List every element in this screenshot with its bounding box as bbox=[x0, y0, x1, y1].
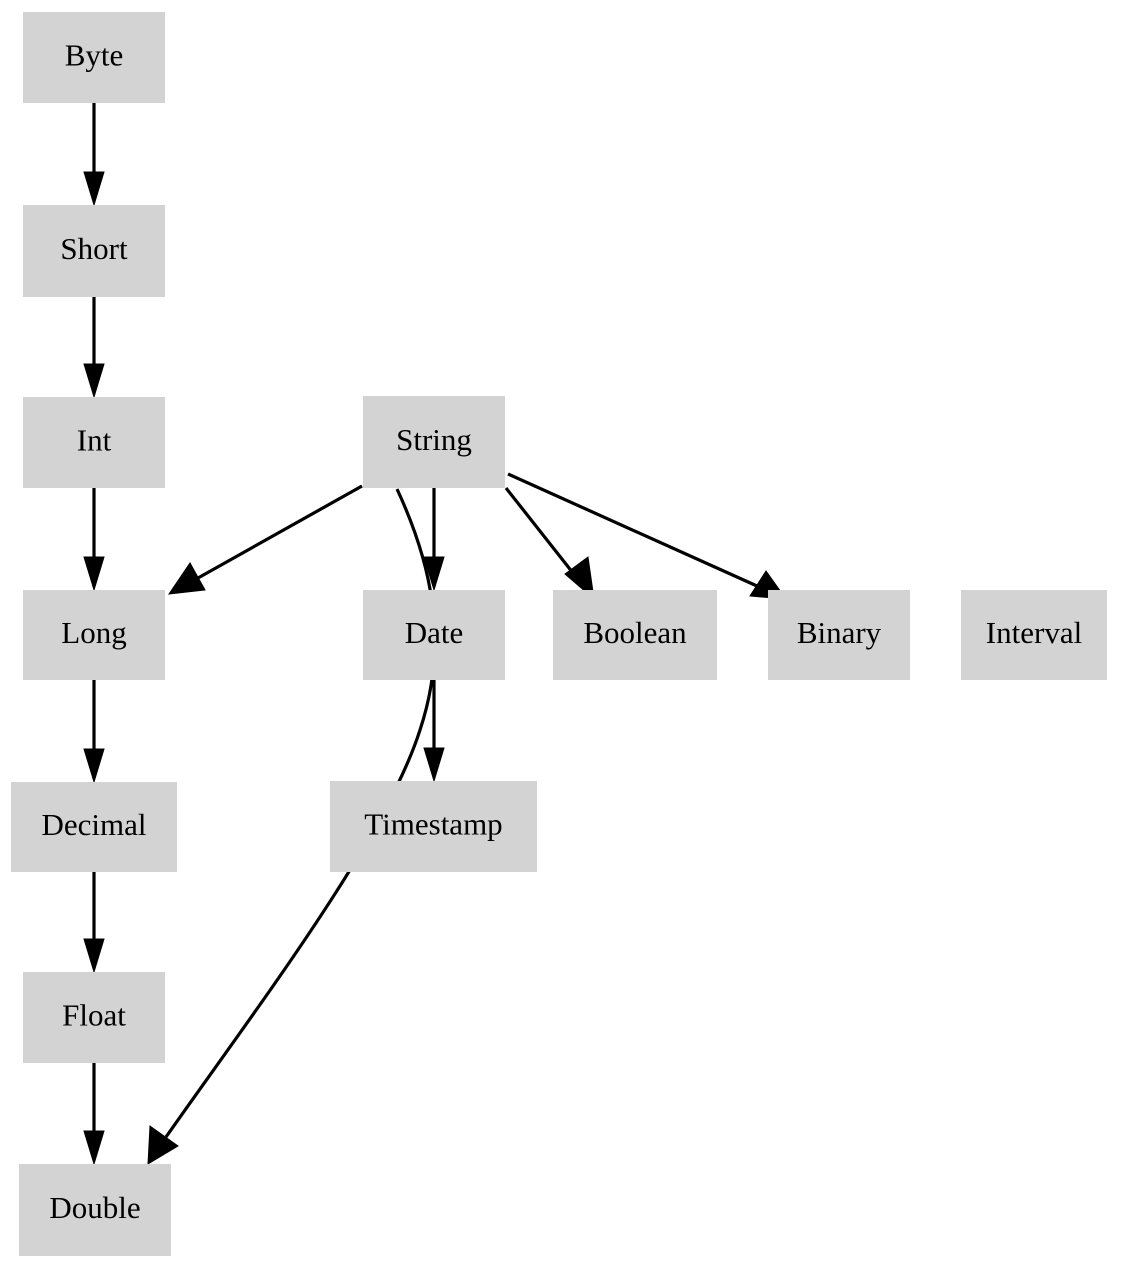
node-box[interactable] bbox=[768, 590, 910, 680]
arrowhead-icon bbox=[423, 556, 445, 592]
edge-int-long bbox=[83, 488, 105, 592]
arrowhead-icon bbox=[83, 748, 105, 784]
node-box[interactable] bbox=[11, 782, 177, 872]
node-box[interactable] bbox=[23, 397, 165, 488]
arrowhead-icon bbox=[83, 363, 105, 399]
node-int[interactable]: Int bbox=[23, 397, 165, 488]
edge-string-boolean bbox=[504, 487, 595, 601]
node-box[interactable] bbox=[19, 1164, 171, 1256]
edge-float-double bbox=[83, 1063, 105, 1166]
node-label: Short bbox=[60, 231, 128, 266]
edge-string-date bbox=[423, 488, 445, 592]
node-label: Double bbox=[49, 1190, 140, 1225]
node-string[interactable]: String bbox=[363, 396, 505, 488]
arrowhead-icon bbox=[423, 747, 445, 783]
node-box[interactable] bbox=[363, 396, 505, 488]
arrowhead-icon bbox=[83, 556, 105, 592]
node-label: Decimal bbox=[41, 807, 146, 842]
edge-decimal-float bbox=[83, 872, 105, 974]
node-label: Binary bbox=[797, 615, 882, 650]
arrowhead-icon bbox=[564, 556, 595, 601]
node-box[interactable] bbox=[961, 590, 1107, 680]
node-boolean[interactable]: Boolean bbox=[553, 590, 717, 680]
edge-short-int bbox=[83, 297, 105, 399]
arrowhead-icon bbox=[167, 562, 206, 595]
node-label: Long bbox=[61, 615, 126, 650]
node-box[interactable] bbox=[23, 12, 165, 103]
arrowhead-icon bbox=[147, 1125, 179, 1165]
node-timestamp[interactable]: Timestamp bbox=[330, 781, 537, 872]
node-label: Interval bbox=[986, 615, 1082, 650]
node-box[interactable] bbox=[23, 590, 165, 680]
node-label: String bbox=[396, 422, 472, 457]
node-box[interactable] bbox=[23, 205, 165, 297]
node-float[interactable]: Float bbox=[23, 972, 165, 1063]
node-label: Timestamp bbox=[364, 807, 502, 842]
edge-long-decimal bbox=[83, 680, 105, 784]
edge-line bbox=[197, 484, 363, 580]
edge-string-double bbox=[147, 488, 437, 1165]
node-decimal[interactable]: Decimal bbox=[11, 782, 177, 872]
node-label: Int bbox=[77, 423, 112, 458]
node-label: Float bbox=[62, 998, 126, 1033]
edge-layer bbox=[83, 103, 788, 1166]
edge-line bbox=[507, 472, 758, 588]
node-label: Boolean bbox=[583, 615, 687, 650]
arrowhead-icon bbox=[83, 171, 105, 207]
node-label: Date bbox=[405, 615, 464, 650]
arrowhead-icon bbox=[83, 1130, 105, 1166]
node-date[interactable]: Date bbox=[363, 590, 505, 680]
node-box[interactable] bbox=[330, 781, 537, 872]
node-short[interactable]: Short bbox=[23, 205, 165, 297]
node-box[interactable] bbox=[553, 590, 717, 680]
edge-byte-short bbox=[83, 103, 105, 207]
node-binary[interactable]: Binary bbox=[768, 590, 910, 680]
edge-line bbox=[164, 488, 437, 1138]
node-box[interactable] bbox=[23, 972, 165, 1063]
node-byte[interactable]: Byte bbox=[23, 12, 165, 103]
edge-date-timestamp bbox=[423, 680, 445, 783]
node-label: Byte bbox=[65, 38, 124, 73]
node-long[interactable]: Long bbox=[23, 590, 165, 680]
node-double[interactable]: Double bbox=[19, 1164, 171, 1256]
node-interval[interactable]: Interval bbox=[961, 590, 1107, 680]
arrowhead-icon bbox=[83, 938, 105, 974]
edge-string-long bbox=[167, 484, 363, 595]
edge-line bbox=[504, 487, 575, 574]
node-box[interactable] bbox=[363, 590, 505, 680]
